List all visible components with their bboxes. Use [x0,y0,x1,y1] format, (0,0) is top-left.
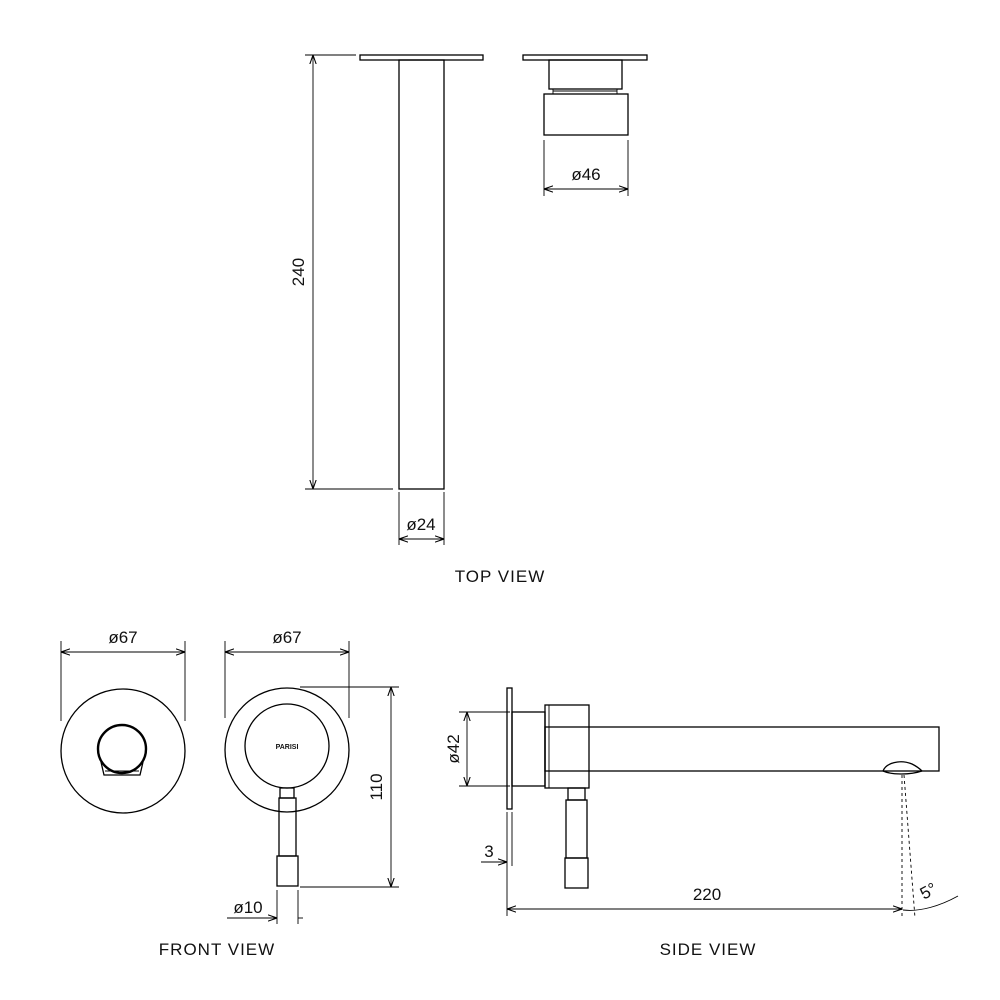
top-view: 240 ø24 ø46 TOP VIEW [289,54,648,586]
dimension-mixer-diameter: ø46 [543,140,629,196]
side-view-wall-plate [506,687,513,810]
dimension-label-d67-right: ø67 [272,628,301,647]
top-view-title: TOP VIEW [455,567,546,586]
dimension-body-diameter: ø42 [444,711,510,787]
dimension-label-angle: 5° [917,879,940,903]
dimension-label-220: 220 [693,885,721,904]
dimension-label-d10: ø10 [233,898,262,917]
dimension-spout-diameter: ø24 [398,492,445,545]
dimension-plate-thickness: 3 [481,812,513,916]
side-view-water-stream [901,774,959,919]
dimension-label-d42: ø42 [444,734,463,763]
top-view-mixer [522,54,648,136]
dimension-label-110: 110 [367,773,386,800]
dimension-left-plate-diameter: ø67 [60,628,186,721]
dimension-handle-height: 110 [300,686,399,888]
dimension-label-d67-left: ø67 [108,628,137,647]
front-view-mixer-plate: PARISI [224,687,350,887]
dimension-handle-diameter: ø10 [227,890,303,924]
front-view-spout-plate [60,688,186,814]
front-view-title: FRONT VIEW [159,940,275,959]
top-view-spout [359,54,484,490]
dimension-spout-length: 240 [289,54,393,490]
side-view-spout [544,726,940,775]
side-view-mixer-body [511,704,590,889]
side-view: ø42 3 220 5° SIDE VIEW [444,687,959,959]
dimension-label-3: 3 [484,842,493,861]
dimension-label-d24: ø24 [406,515,435,534]
dimension-right-plate-diameter: ø67 [224,628,350,718]
front-view: ø67 PARISI ø67 110 [60,628,399,959]
side-view-title: SIDE VIEW [660,940,757,959]
dimension-projection: 220 [507,885,902,909]
dimension-label-240: 240 [289,258,308,286]
dimension-label-d46: ø46 [571,165,600,184]
brand-logo: PARISI [276,744,299,751]
